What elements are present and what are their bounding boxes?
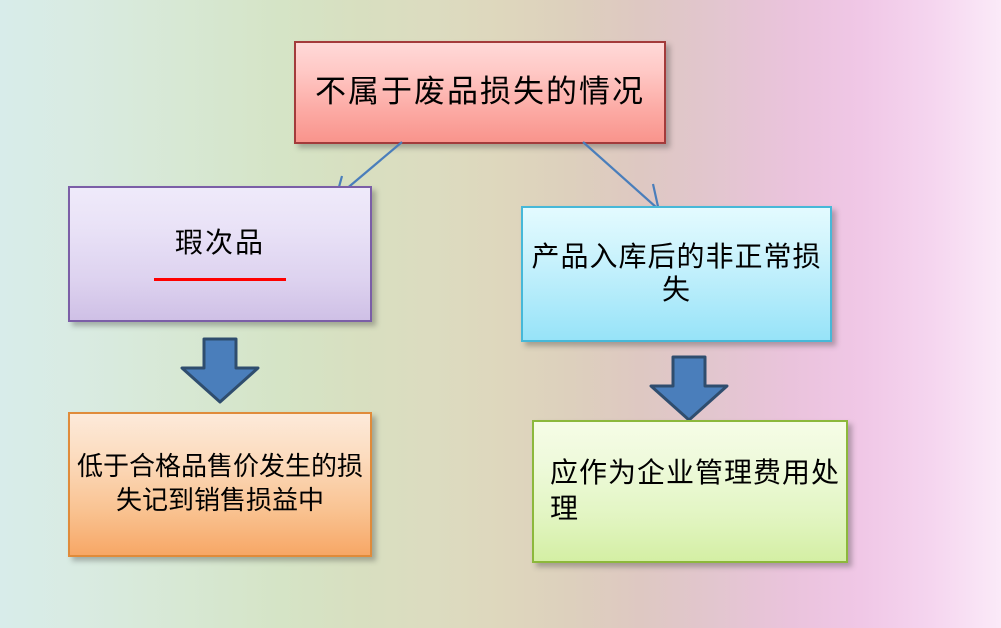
node-not-scrap-loss-label: 不属于废品损失的情况 bbox=[315, 74, 645, 110]
node-admin-expense[interactable]: 应作为企业管理费用处理 bbox=[532, 420, 848, 563]
red-underline bbox=[154, 278, 286, 282]
down-block-arrow-icon bbox=[649, 355, 729, 422]
node-loss-to-sales[interactable]: 低于合格品售价发生的损失记到销售损益中 bbox=[68, 412, 372, 557]
node-abnormal-loss-after-storage[interactable]: 产品入库后的非正常损失 bbox=[521, 206, 832, 342]
node-not-scrap-loss[interactable]: 不属于废品损失的情况 bbox=[294, 41, 666, 144]
node-defective-product[interactable]: 瑕次品 bbox=[68, 186, 372, 322]
down-block-arrow-icon bbox=[180, 337, 260, 404]
node-admin-expense-label: 应作为企业管理费用处理 bbox=[550, 457, 841, 525]
node-loss-to-sales-label: 低于合格品售价发生的损失记到销售损益中 bbox=[76, 451, 363, 516]
node-defective-product-label: 瑕次品 bbox=[174, 227, 265, 259]
node-abnormal-loss-after-storage-label: 产品入库后的非正常损失 bbox=[531, 241, 822, 306]
